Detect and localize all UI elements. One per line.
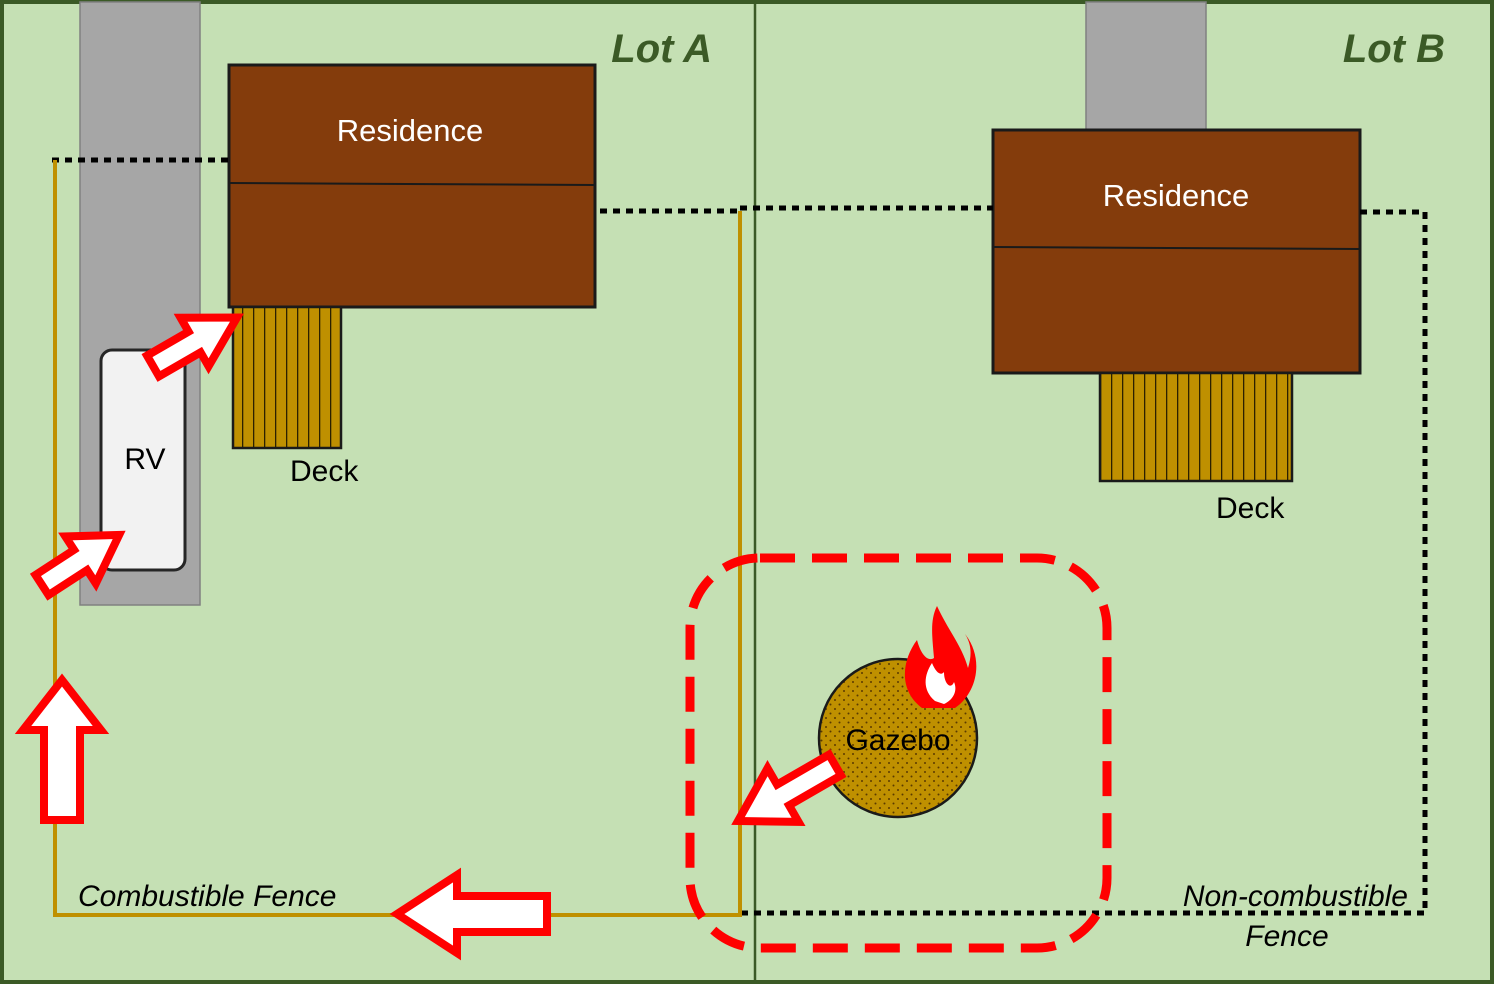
fire-spread-arrows — [14, 313, 847, 961]
gazebo-label: Gazebo — [845, 724, 950, 757]
lot-a-title: Lot A — [611, 27, 712, 71]
lot-a-deck-label: Deck — [290, 455, 359, 488]
spread-arrow-up-side-fence — [14, 673, 110, 824]
noncombustible-fence — [52, 157, 1428, 916]
rv-vehicle — [99, 348, 187, 572]
lot-a-residence — [227, 63, 597, 309]
noncombustible-fence-label-line1: Non-combustible — [1183, 880, 1408, 913]
spread-arrow-along-front-fence — [389, 867, 551, 961]
noncombustible-fence-label-line2: Fence — [1245, 920, 1328, 953]
lot-b-title: Lot B — [1343, 27, 1445, 71]
lot-a-deck — [231, 305, 343, 450]
combustible-fence-label: Combustible Fence — [78, 880, 336, 913]
lot-b-residence — [991, 128, 1362, 375]
lot-b-deck — [1098, 371, 1294, 483]
lot-b-residence-label: Residence — [1103, 178, 1249, 213]
lot-a-residence-label: Residence — [337, 113, 483, 148]
lot-b-roof-ridge — [992, 246, 1361, 250]
lot-b-deck-label: Deck — [1216, 492, 1285, 525]
rv-label: RV — [124, 443, 165, 476]
spread-arrow-gazebo-to-fence — [731, 749, 847, 826]
fire-ignition-zone — [685, 553, 1112, 953]
flame-icon — [904, 606, 977, 708]
lot-a-roof-ridge — [228, 182, 596, 186]
spread-arrow-rv-to-deck — [141, 313, 244, 382]
spread-arrow-fence-to-rv — [29, 530, 126, 601]
lot-b-driveway — [1085, 1, 1207, 133]
lot-b-side-and-front-fence — [740, 209, 1428, 916]
